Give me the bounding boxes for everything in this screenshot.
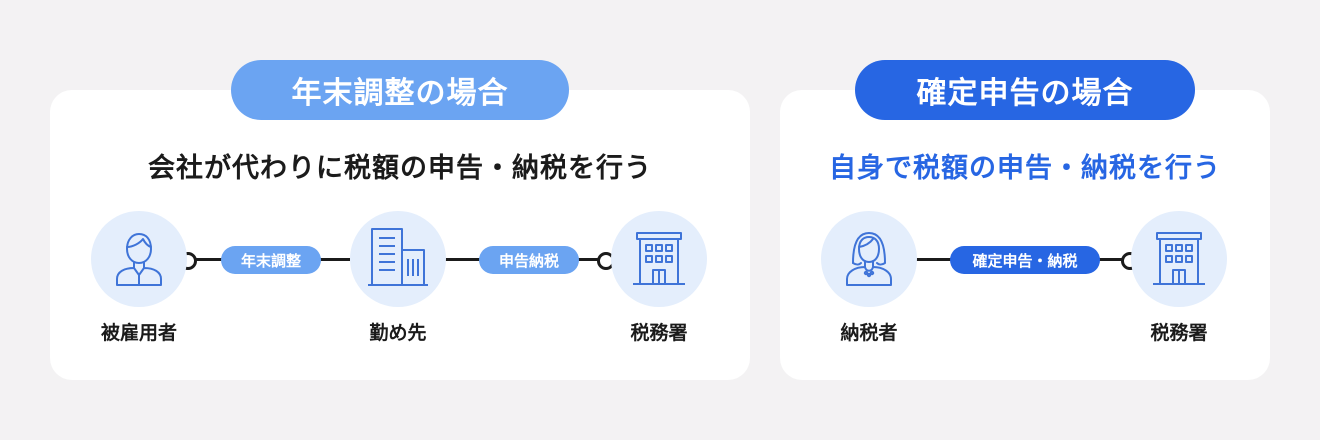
female-person-icon — [837, 225, 901, 293]
employee-label: 被雇用者 — [100, 322, 177, 344]
taxpayer-node — [821, 211, 917, 307]
tax-office-building-icon — [627, 225, 691, 293]
employee-node — [91, 211, 187, 307]
company-label: 勤め先 — [369, 322, 427, 344]
edge-label-tax-filing: 申告納税 — [479, 246, 579, 274]
edge-label-tax-return: 確定申告・納税 — [950, 246, 1100, 274]
year-end-adjustment-subtitle: 会社が代わりに税額の申告・納税を行う — [148, 153, 652, 184]
tax-return-title: 確定申告の場合 — [855, 60, 1195, 120]
tax-return-subtitle: 自身で税額の申告・納税を行う — [829, 153, 1221, 184]
tax-office-building-icon — [1147, 225, 1211, 293]
company-node — [350, 211, 446, 307]
male-person-icon — [107, 225, 171, 293]
tax-office-node — [611, 211, 707, 307]
tax-office-label-right: 税務署 — [1150, 322, 1208, 344]
year-end-adjustment-title: 年末調整の場合 — [231, 60, 569, 120]
taxpayer-label: 納税者 — [840, 322, 898, 344]
tax-office-node-right — [1131, 211, 1227, 307]
office-building-icon — [365, 224, 431, 294]
tax-office-label: 税務署 — [630, 322, 688, 344]
edge-label-year-end-adjustment: 年末調整 — [221, 246, 321, 274]
